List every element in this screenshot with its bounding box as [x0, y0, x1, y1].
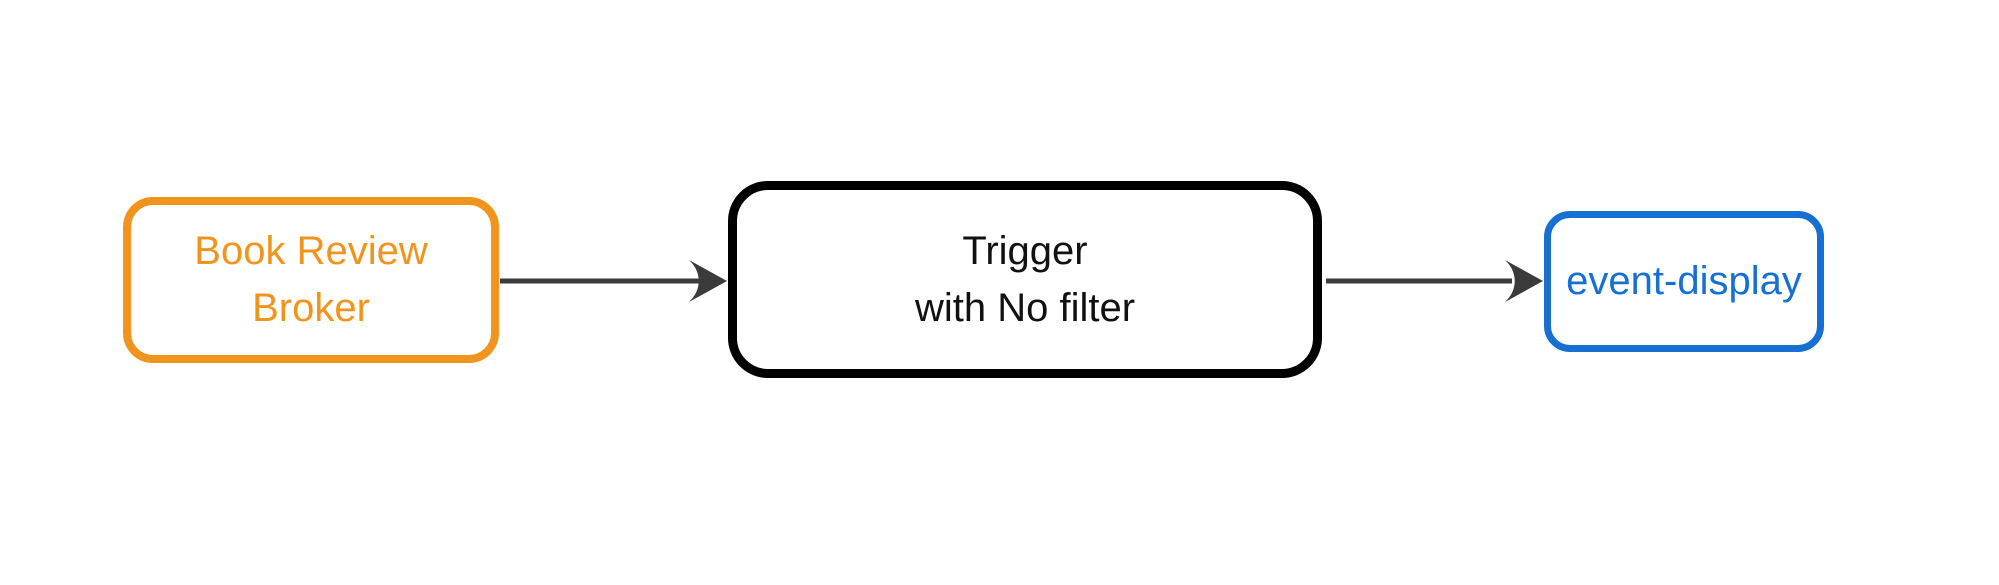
node-book-review-broker-label-line2: Broker [252, 286, 370, 330]
node-book-review-broker-label-line1: Book Review [194, 229, 428, 273]
node-event-display: event-display [1544, 211, 1824, 352]
node-trigger: Trigger with No filter [728, 181, 1322, 378]
node-trigger-label-line1: Trigger [962, 228, 1088, 273]
node-book-review-broker: Book Review Broker [123, 197, 499, 363]
edge-trigger-to-event-display [1326, 260, 1543, 302]
arrowhead-icon [689, 260, 727, 302]
node-trigger-label-line2: with No filter [914, 285, 1136, 330]
arrowhead-icon [1505, 260, 1543, 302]
node-event-display-label: event-display [1566, 259, 1802, 303]
edge-broker-to-trigger [500, 260, 727, 302]
